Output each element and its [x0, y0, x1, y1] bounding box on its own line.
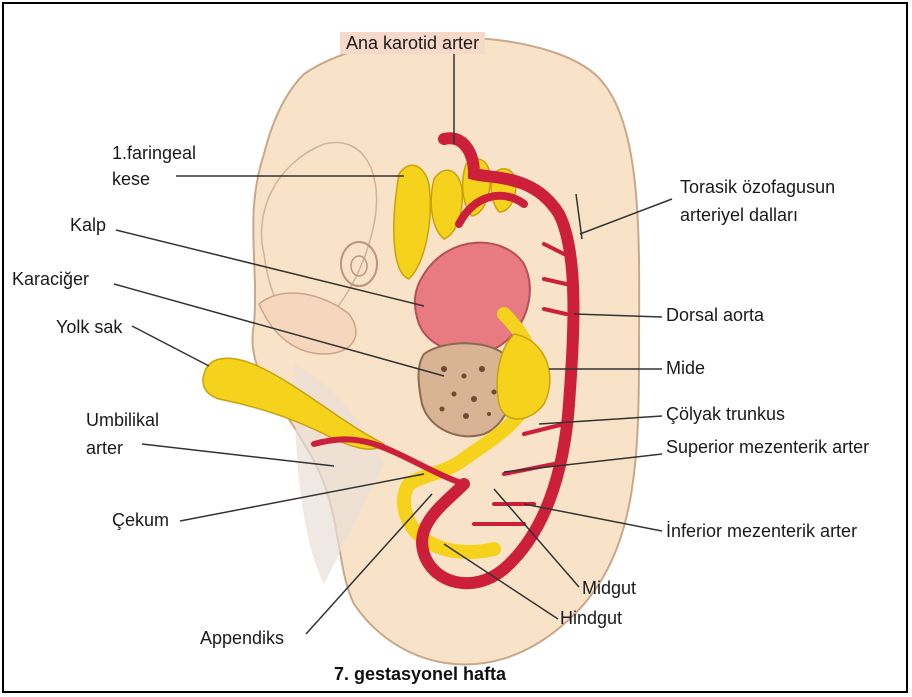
label-faringeal-2: kese [112, 168, 150, 190]
label-superior-mezenterik: Superior mezenterik arter [666, 436, 869, 458]
label-dorsal-aorta: Dorsal aorta [666, 304, 764, 326]
label-appendiks: Appendiks [200, 627, 284, 649]
label-faringeal-1: 1.faringeal [112, 142, 196, 164]
label-mide: Mide [666, 357, 705, 379]
label-ana-karotid-arter: Ana karotid arter [340, 32, 485, 54]
figure-caption: 7. gestasyonel hafta [334, 664, 506, 685]
label-torasik-1: Torasik özofagusun [680, 176, 835, 198]
label-colyak-trunkus: Çölyak trunkus [666, 403, 785, 425]
label-karaciger: Karaciğer [12, 268, 89, 290]
label-torasik-2: arteriyel dalları [680, 204, 798, 226]
label-umbilikal-2: arter [86, 437, 123, 459]
label-yolk-sak: Yolk sak [56, 316, 122, 338]
label-inferior-mezenterik: İnferior mezenterik arter [666, 520, 857, 542]
label-hindgut: Hindgut [560, 607, 622, 629]
label-kalp: Kalp [70, 214, 106, 236]
label-midgut: Midgut [582, 577, 636, 599]
label-umbilikal-1: Umbilikal [86, 409, 159, 431]
embryo-illustration [4, 4, 908, 693]
label-cekum: Çekum [112, 509, 169, 531]
